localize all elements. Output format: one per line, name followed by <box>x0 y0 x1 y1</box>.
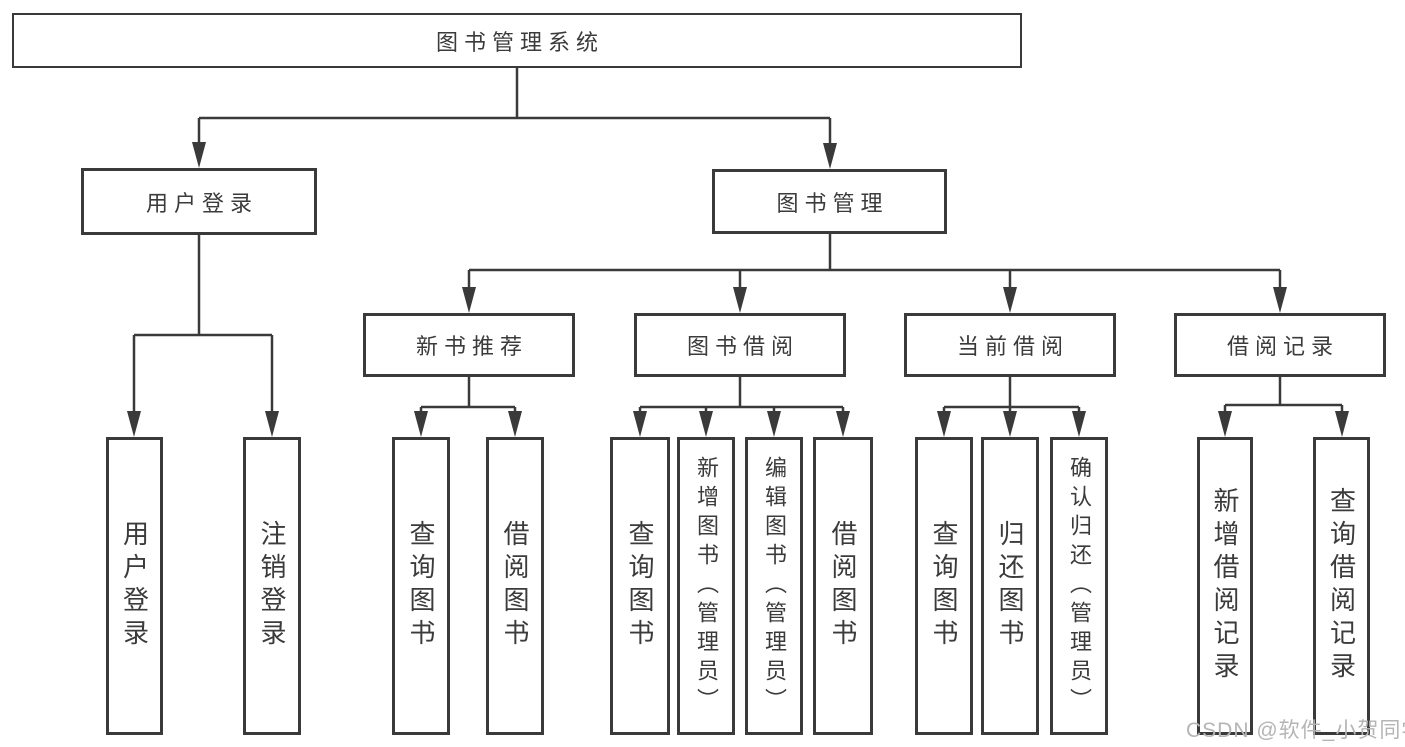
leaf-br-query-record: 查询借阅记录 <box>1313 437 1370 735</box>
edge-new-book-children <box>419 377 517 417</box>
node-new-book-rec: 新书推荐 <box>363 313 575 377</box>
leaf-label: 查询图书 <box>929 520 959 652</box>
leaf-label: 借阅图书 <box>828 520 858 652</box>
leaf-label: 编辑图书（管理员） <box>762 455 787 717</box>
leaf-user-login: 用户登录 <box>106 437 163 735</box>
edge-user-login-children <box>132 235 274 417</box>
leaf-rec-query-book: 查询图书 <box>392 437 450 735</box>
leaf-bb-borrow-book: 借阅图书 <box>813 437 873 735</box>
edge-book-mgmt-children <box>467 234 1282 293</box>
node-book-mgmt: 图书管理 <box>712 169 947 234</box>
leaf-label: 确认归还（管理员） <box>1067 455 1092 717</box>
node-book-borrow: 图书借阅 <box>634 313 846 377</box>
leaf-bb-query-book: 查询图书 <box>610 437 670 735</box>
leaf-logout: 注销登录 <box>243 437 301 735</box>
leaf-br-add-record: 新增借阅记录 <box>1197 437 1253 735</box>
node-user-login: 用户登录 <box>81 168 317 235</box>
leaf-cb-query-book: 查询图书 <box>915 437 973 735</box>
leaf-bb-add-book: 新增图书（管理员） <box>677 437 735 735</box>
edge-borrow-records-children <box>1223 377 1344 417</box>
leaf-cb-return-book: 归还图书 <box>981 437 1039 735</box>
node-root: 图书管理系统 <box>12 13 1022 68</box>
leaf-label: 新增借阅记录 <box>1210 487 1240 685</box>
edge-book-borrow-children <box>638 377 845 417</box>
arrowheads <box>127 142 1349 437</box>
node-current-borrow: 当前借阅 <box>904 313 1116 377</box>
leaf-label: 归还图书 <box>995 520 1025 652</box>
leaf-label: 借阅图书 <box>500 520 530 652</box>
leaf-label: 查询图书 <box>406 520 436 652</box>
leaf-label: 查询图书 <box>625 520 655 652</box>
leaf-bb-edit-book: 编辑图书（管理员） <box>745 437 803 735</box>
leaf-cb-confirm-return: 确认归还（管理员） <box>1050 437 1108 735</box>
leaf-label: 注销登录 <box>257 520 287 652</box>
csdn-watermark: CSDN @软件_小贺同学 <box>1186 719 1405 742</box>
leaf-label: 查询借阅记录 <box>1326 487 1357 685</box>
leaf-label: 新增图书（管理员） <box>694 455 719 717</box>
node-borrow-records: 借阅记录 <box>1174 313 1386 377</box>
edge-root-to-level2 <box>197 68 832 150</box>
leaf-rec-borrow-book: 借阅图书 <box>486 437 544 735</box>
leaf-label: 用户登录 <box>119 520 150 652</box>
